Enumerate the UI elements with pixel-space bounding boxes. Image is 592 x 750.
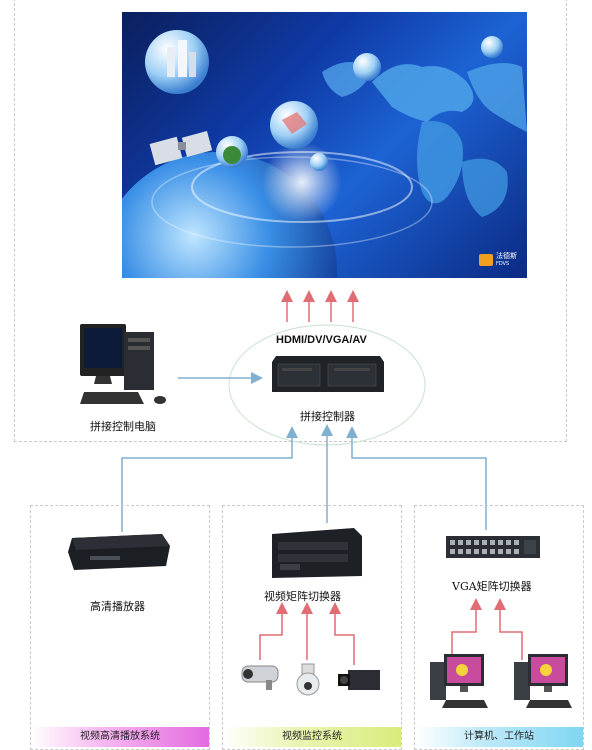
camera-box-icon <box>336 666 384 694</box>
hd-player-device <box>66 532 174 572</box>
workstation-icon-1 <box>428 652 490 714</box>
video-wall-artwork <box>122 30 527 278</box>
control-pc-name: 拼接控制电脑 <box>90 420 156 433</box>
camera-dome-icon <box>292 662 324 698</box>
vga-matrix-name: VGA矩阵切换器 <box>452 580 532 593</box>
brand-logo: 法德斯 FDVS <box>479 252 517 268</box>
workstation-arrows <box>451 598 523 660</box>
hd-player-name: 高清播放器 <box>90 600 145 613</box>
brand-logo-icon <box>479 254 493 266</box>
output-arrows <box>281 290 359 322</box>
input-connectors <box>121 424 487 532</box>
controller-name: 拼接控制器 <box>300 410 355 423</box>
workstation-icon-2 <box>512 652 574 714</box>
camera-bullet-icon <box>240 660 286 694</box>
controller-output-label: HDMI/DV/VGA/AV <box>276 334 367 346</box>
system-caption-hd-playback: 视频高清播放系统 <box>31 727 209 747</box>
splicing-controller-device <box>268 352 388 396</box>
control-pc <box>78 322 178 414</box>
vga-matrix-device <box>446 536 540 558</box>
camera-arrows <box>259 602 355 665</box>
system-caption-workstation: 计算机、工作站 <box>415 727 583 747</box>
brand-logo-text: 法德斯 <box>496 252 517 260</box>
system-caption-surveillance: 视频监控系统 <box>223 727 401 747</box>
brand-logo-subtext: FDVS <box>496 261 510 267</box>
video-wall-display: 法德斯 FDVS <box>122 12 527 278</box>
top-system-frame <box>14 0 567 442</box>
video-matrix-device <box>268 526 364 580</box>
video-matrix-name: 视频矩阵切换器 <box>264 590 341 603</box>
